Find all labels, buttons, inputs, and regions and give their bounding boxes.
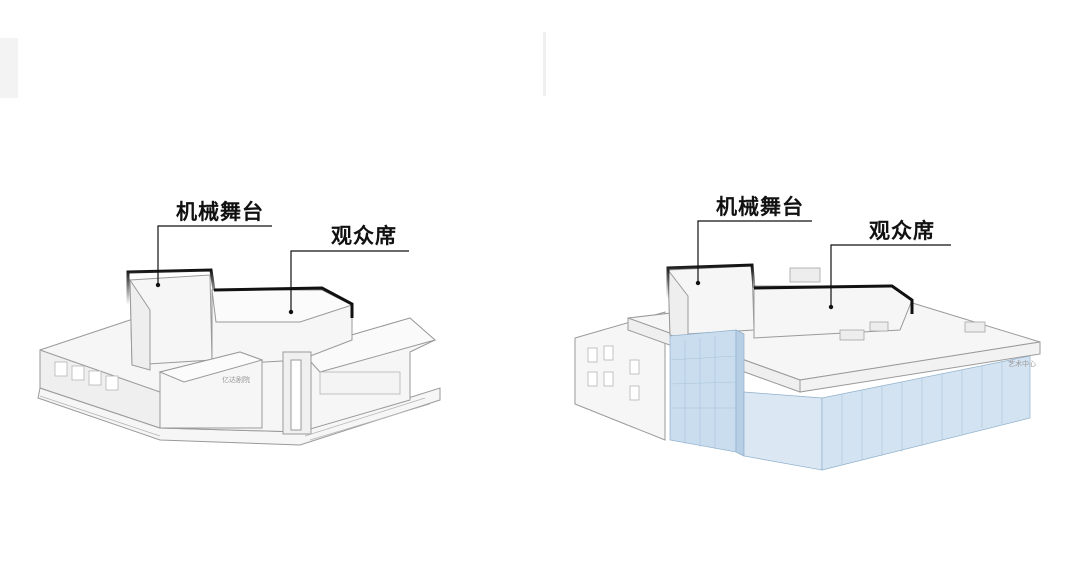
audience-roof-outline [753,284,914,314]
stage-label: 机械舞台 [716,195,804,219]
glass-curtain-wall [743,391,823,471]
stage-label: 机械舞台 [176,200,264,224]
audience-leader-line [290,250,409,311]
existing-theatre-diagram: 亿达剧院 机械舞台 观众席 [37,200,441,446]
facade-sign: 艺术中心 [1008,359,1036,368]
audience-leader-line [830,244,951,306]
stage-leader-line [697,220,812,281]
renovated-theatre-diagram: 艺术中心 机械舞台 观众席 [540,0,1080,566]
stage-roof-outline [666,263,756,298]
audience-roof-outline [213,286,354,318]
renovated-theatre-axonometric: 艺术中心 [574,220,1041,471]
facade-sign: 亿达剧院 [222,375,250,384]
audience-leader-dot [288,309,294,315]
rooftop-unit [839,329,865,341]
scan-artifact [0,38,18,98]
existing-theatre-axonometric: 亿达剧院 [37,225,441,446]
stage-leader-line [157,225,272,283]
audience-leader-dot [828,304,834,310]
glass-stair-tower [669,329,737,453]
stage-leader-dot [695,280,701,286]
scan-artifact [543,32,546,96]
audience-label: 观众席 [869,219,935,243]
stage-leader-dot [155,282,161,288]
stage-roof-outline [126,268,216,305]
audience-label: 观众席 [331,224,397,248]
